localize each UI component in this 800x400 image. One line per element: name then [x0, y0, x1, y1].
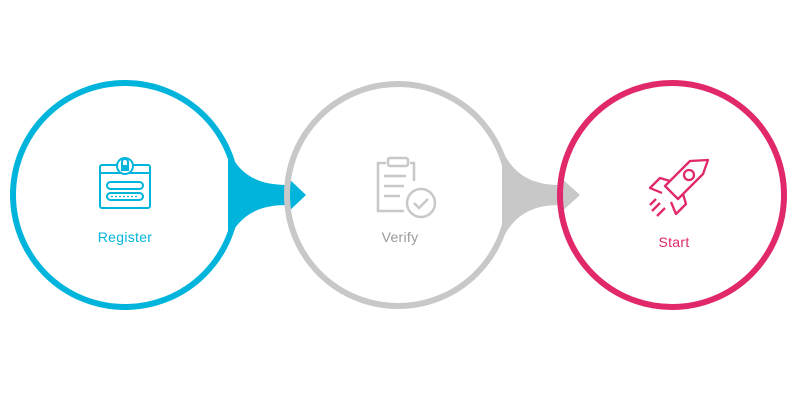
step-label-register: Register	[97, 229, 153, 245]
clipboard-check-icon	[376, 156, 437, 219]
rocket-icon	[648, 158, 710, 217]
arrow-verify-to-start	[502, 150, 580, 240]
start-circle	[557, 80, 787, 310]
register-circle	[10, 80, 240, 310]
step-label-start: Start	[658, 234, 690, 250]
step-label-verify: Verify	[381, 229, 419, 245]
verify-circle	[284, 81, 512, 309]
arrow-register-to-verify	[228, 150, 306, 240]
lock-form-icon	[99, 157, 151, 209]
